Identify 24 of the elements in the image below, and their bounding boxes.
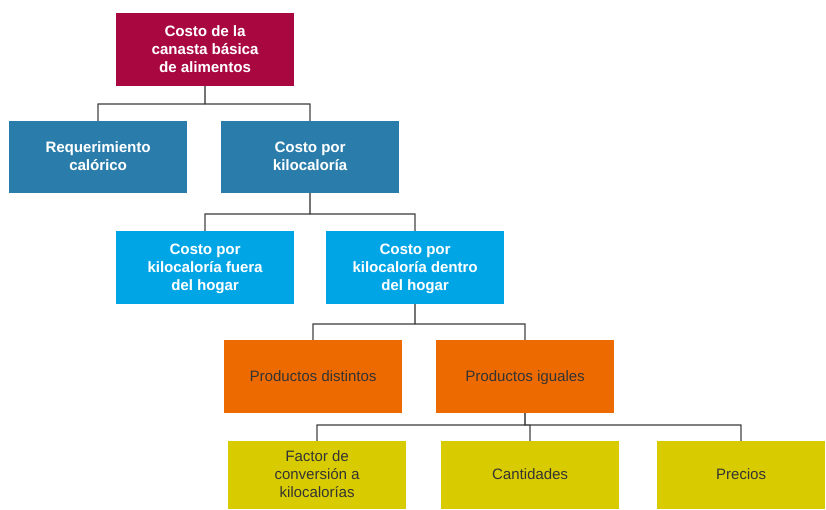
- box-label: Productos iguales: [465, 368, 585, 386]
- box-label: Cantidades: [492, 466, 568, 484]
- process-box: [116, 231, 294, 304]
- process-box: [228, 441, 406, 509]
- box-label: Productos distintos: [250, 368, 376, 386]
- connector-line: [204, 86, 311, 121]
- box-label: Costo por kilocaloría fuera del hogar: [146, 240, 264, 294]
- process-box: [116, 13, 294, 86]
- process-box: [326, 231, 504, 304]
- process-box: [441, 441, 619, 509]
- process-box: [221, 121, 399, 193]
- box-label: Requerimiento calórico: [44, 139, 152, 175]
- connector-line: [524, 413, 742, 441]
- box-label: Costo por kilocaloría: [272, 139, 348, 175]
- process-box: [224, 340, 402, 413]
- connector-line: [414, 304, 526, 340]
- box-label: Precios: [716, 466, 766, 484]
- process-box: [9, 121, 187, 193]
- process-box: [436, 340, 614, 413]
- connector-line: [309, 193, 416, 231]
- box-label: Factor de conversión a kilocalorías: [273, 448, 361, 502]
- box-label: Costo por kilocaloría dentro del hogar: [351, 240, 479, 294]
- process-box: [657, 441, 825, 509]
- box-label: Costo de la canasta básica de alimentos: [150, 22, 260, 76]
